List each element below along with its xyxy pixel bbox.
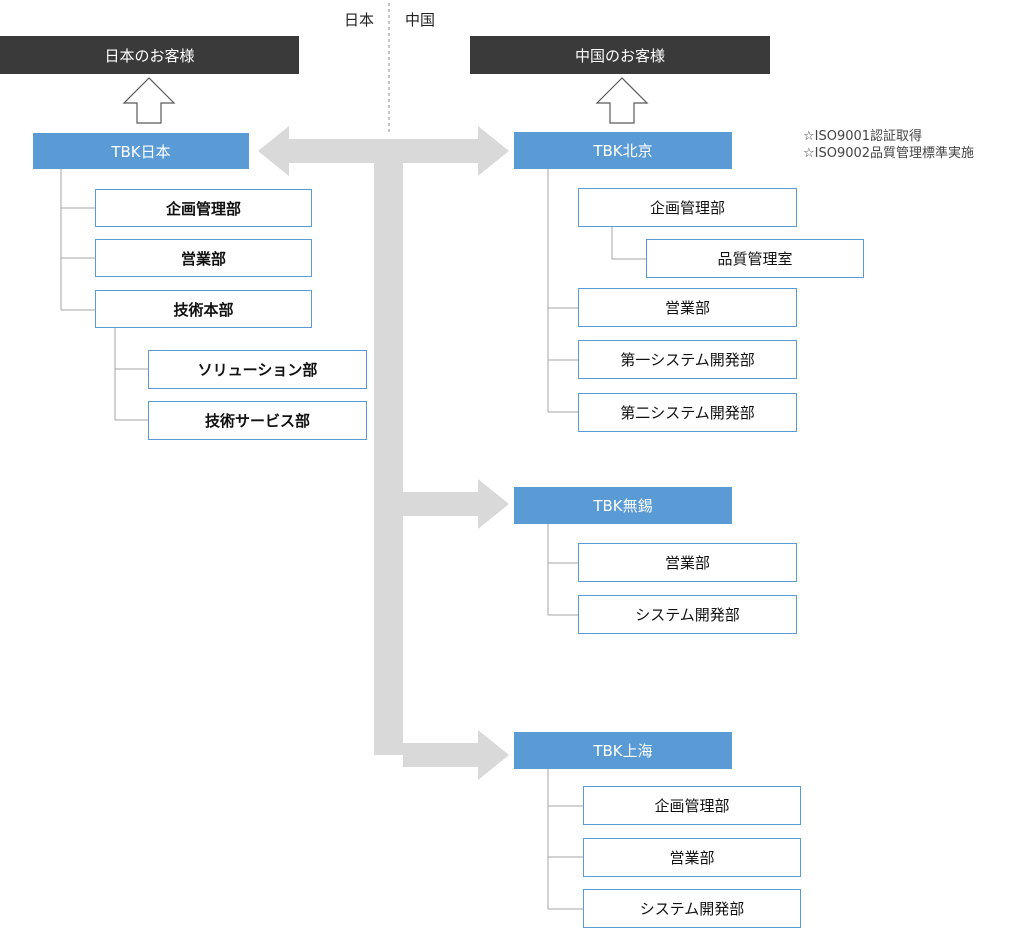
dept-japan-engineering: 技術本部 <box>95 290 312 328</box>
dept-beijing-quality: 品質管理室 <box>646 239 864 278</box>
wuxi-arrow <box>403 479 509 529</box>
dept-wuxi-dev: システム開発部 <box>578 595 797 634</box>
customer-header-japan: 日本のお客様 <box>0 36 299 74</box>
dept-shanghai-planning: 企画管理部 <box>583 786 801 825</box>
dept-japan-planning: 企画管理部 <box>95 189 312 227</box>
dept-japan-solutions: ソリューション部 <box>148 350 367 389</box>
dept-japan-tech-service: 技術サービス部 <box>148 401 367 440</box>
trunk-bar <box>374 163 403 755</box>
up-arrow-china <box>595 77 649 124</box>
company-wuxi: TBK無錫 <box>514 487 732 524</box>
customer-header-china: 中国のお客様 <box>470 36 770 74</box>
company-shanghai: TBK上海 <box>514 732 732 769</box>
dept-beijing-planning: 企画管理部 <box>578 188 797 227</box>
dept-wuxi-sales: 営業部 <box>578 543 797 582</box>
dept-beijing-dev2: 第二システム開発部 <box>578 393 797 432</box>
dept-shanghai-dev: システム開発部 <box>583 889 801 928</box>
country-label-japan: 日本 <box>344 11 375 29</box>
link-arrows <box>258 126 509 780</box>
country-label-china: 中国 <box>405 11 436 29</box>
dept-shanghai-sales: 営業部 <box>583 838 801 877</box>
company-japan: TBK日本 <box>33 133 249 169</box>
japan-beijing-arrow <box>258 126 509 176</box>
certification-iso9001: ☆ISO9001認証取得 <box>803 129 923 144</box>
certification-iso9002: ☆ISO9002品質管理標準実施 <box>803 146 975 161</box>
up-arrow-japan <box>122 77 176 124</box>
dept-beijing-sales: 営業部 <box>578 288 797 327</box>
tree-connectors <box>60 168 646 910</box>
dept-beijing-dev1: 第一システム開発部 <box>578 340 797 379</box>
dept-japan-sales: 営業部 <box>95 239 312 277</box>
shanghai-arrow <box>403 730 509 780</box>
company-beijing: TBK北京 <box>514 132 732 169</box>
